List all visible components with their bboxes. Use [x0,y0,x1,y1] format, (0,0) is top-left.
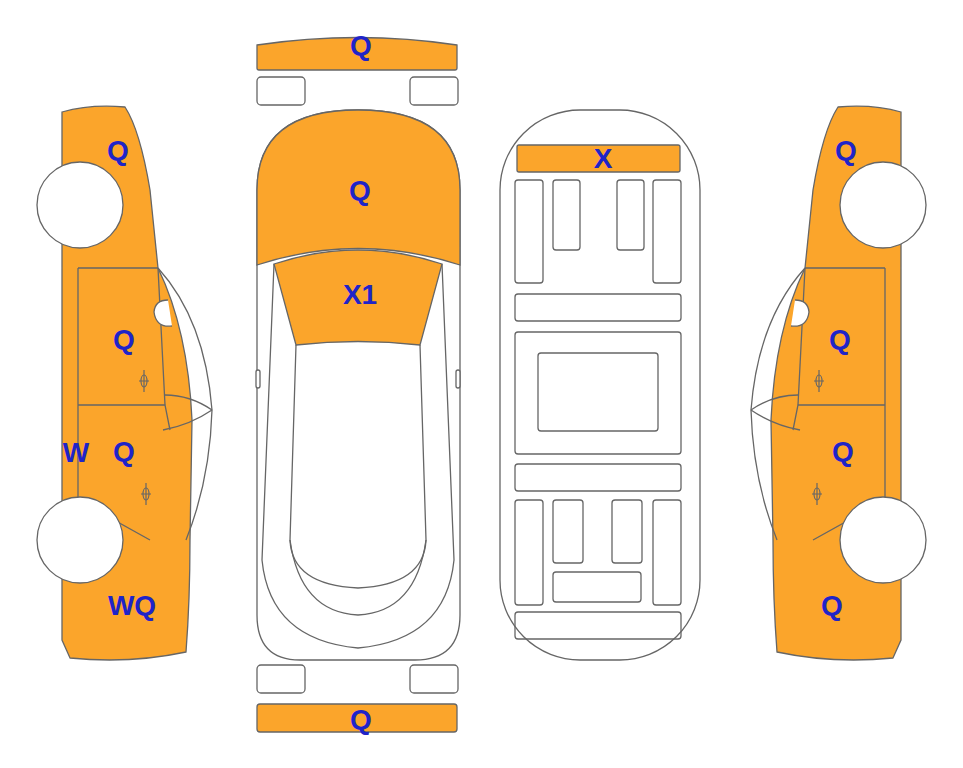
damage-code: Q [829,326,851,354]
damage-code: Q [832,438,854,466]
damage-code: Q [821,592,843,620]
damage-code: Q [113,326,135,354]
car-body-top [257,110,460,660]
roof [290,345,426,588]
underbody [500,110,700,660]
damage-code: X1 [343,281,377,309]
mirror [256,370,260,388]
damage-code: Q [835,137,857,165]
headlight [257,77,305,105]
underbody-parts [515,180,681,639]
windshield [274,250,442,345]
rear-window [290,540,426,615]
car-side [751,106,926,660]
taillight [410,665,458,693]
damage-code: Q [349,177,371,205]
hood [257,110,460,265]
taillight [257,665,305,693]
damage-code: WQ [108,592,156,620]
damage-code: W [63,439,89,467]
front-crossmember [517,145,680,172]
damage-code: Q [107,137,129,165]
damage-code: Q [350,32,372,60]
body-line [262,264,454,648]
mirror [456,370,460,388]
damage-code: X [594,145,613,173]
damage-code: Q [350,706,372,734]
damage-code: Q [113,438,135,466]
headlight [410,77,458,105]
car-side [37,106,212,660]
